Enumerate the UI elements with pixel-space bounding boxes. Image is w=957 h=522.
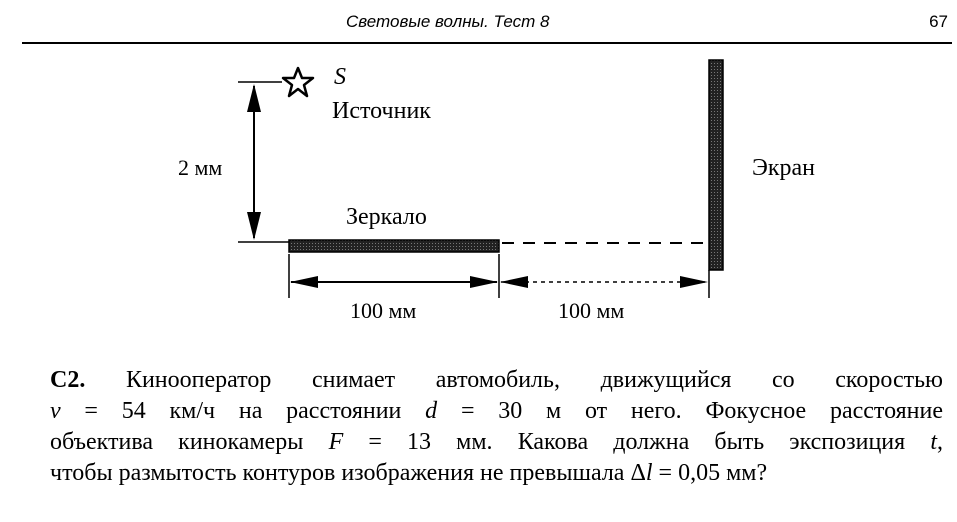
height-label: 2 мм bbox=[178, 155, 222, 180]
problem-line-3: объектива кинокамеры F = 13 мм. Какова д… bbox=[50, 429, 943, 455]
optics-figure: S Источник 2 мм Зеркало Экран 100 мм 100… bbox=[178, 59, 815, 323]
mirror bbox=[288, 239, 500, 253]
screen bbox=[708, 59, 724, 271]
problem-number: С2. bbox=[50, 367, 86, 393]
mirror-dim-arrow-right bbox=[470, 276, 498, 288]
page-header: Световые волны. Тест 8 67 bbox=[22, 0, 952, 44]
mirror-label: Зеркало bbox=[346, 204, 427, 230]
source-symbol: S bbox=[334, 64, 346, 90]
mirror-length-label: 100 мм bbox=[350, 298, 416, 323]
gap-length-label: 100 мм bbox=[558, 298, 624, 323]
mirror-dim-arrow-left bbox=[290, 276, 318, 288]
screen-label: Экран bbox=[752, 155, 815, 181]
page-number: 67 bbox=[929, 12, 948, 31]
height-arrow-down bbox=[247, 212, 261, 240]
problem-line-2: v = 54 км/ч на расстоянии d = 30 м от не… bbox=[50, 398, 944, 424]
source-label: Источник bbox=[332, 98, 431, 124]
height-arrow-up bbox=[247, 84, 261, 112]
gap-dim-arrow-left bbox=[500, 276, 528, 288]
gap-dim-arrow-right bbox=[680, 276, 708, 288]
header-title: Световые волны. Тест 8 bbox=[346, 12, 550, 31]
star-icon bbox=[281, 66, 315, 98]
problem-c2: С2. Кинооператор снимает автомобиль, дви… bbox=[50, 365, 943, 489]
problem-line-4: чтобы размытость контуров изображения не… bbox=[50, 460, 768, 486]
problem-line-1: С2. Кинооператор снимает автомобиль, дви… bbox=[50, 367, 943, 393]
